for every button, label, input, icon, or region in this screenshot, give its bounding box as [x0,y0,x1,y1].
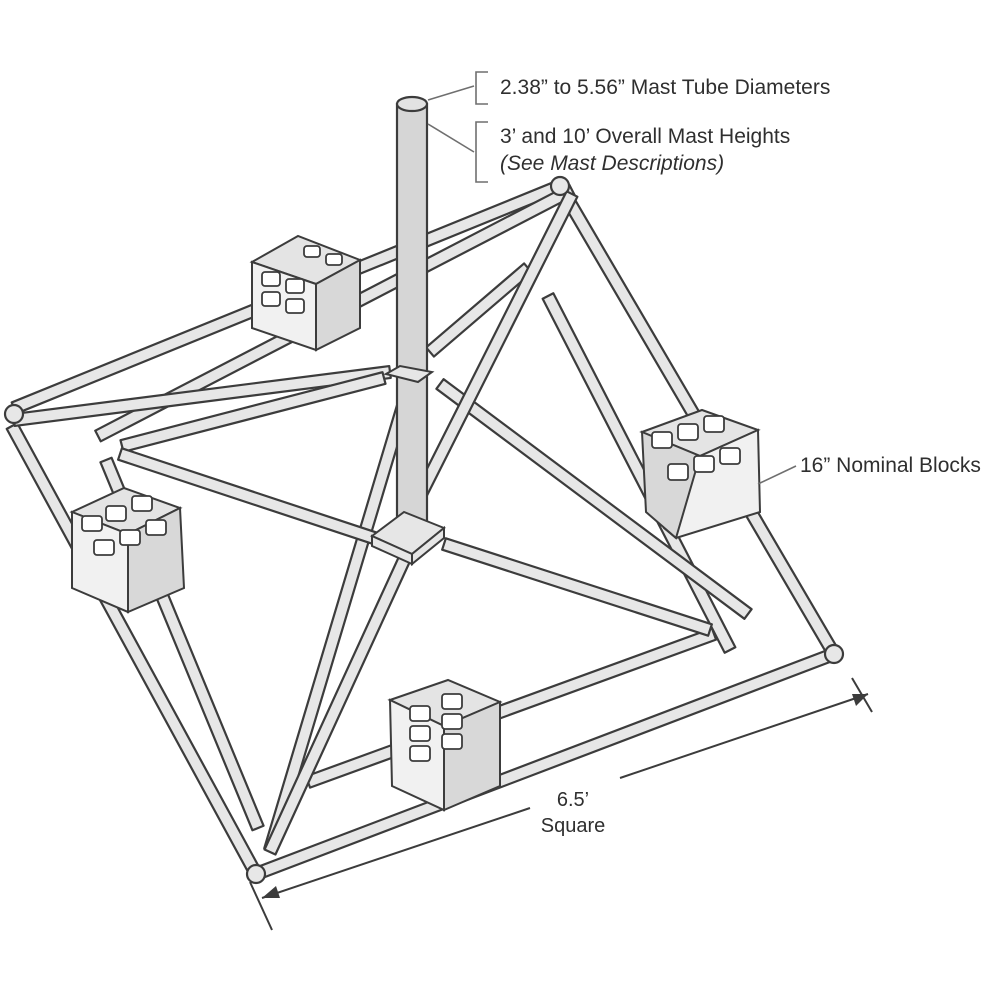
arrow-right-icon [852,694,868,706]
mast-diameter-label: 2.38” to 5.56” Mast Tube Diameters [500,76,830,99]
mast-tube [395,95,429,536]
mast-height-note: (See Mast Descriptions) [500,152,724,175]
brace-right [435,378,753,620]
base-brace-right [441,537,713,637]
brace-left [119,371,387,453]
arrow-left-icon [262,886,280,898]
frame-corner-joint [823,643,845,665]
callout-leaders [427,71,797,485]
cinder-block-front [387,678,503,812]
dimension-6-5-square [249,677,873,931]
cinder-block-left [69,486,186,614]
cinder-block-icon [69,486,186,614]
mast-height-label: 3’ and 10’ Overall Mast Heights [500,125,790,148]
cinder-block-icon [387,678,503,812]
mast-collar [383,364,435,384]
mast-tube-icon [395,95,429,536]
brace-front [263,393,413,853]
frame-corner-joint [245,863,267,885]
frame-corner-joint [3,403,25,425]
dimension-value: 6.5’ [557,789,589,811]
cinder-block-back [249,234,363,352]
mast-base-plate [370,510,446,567]
blocks-label: 16” Nominal Blocks [800,454,981,477]
base-brace-back [424,262,534,358]
dimension-unit-label: Square [541,815,606,837]
frame-corner-joint [549,175,571,197]
cinder-block-icon [249,234,363,352]
cinder-block-icon [639,408,762,540]
cinder-block-right [639,408,762,540]
